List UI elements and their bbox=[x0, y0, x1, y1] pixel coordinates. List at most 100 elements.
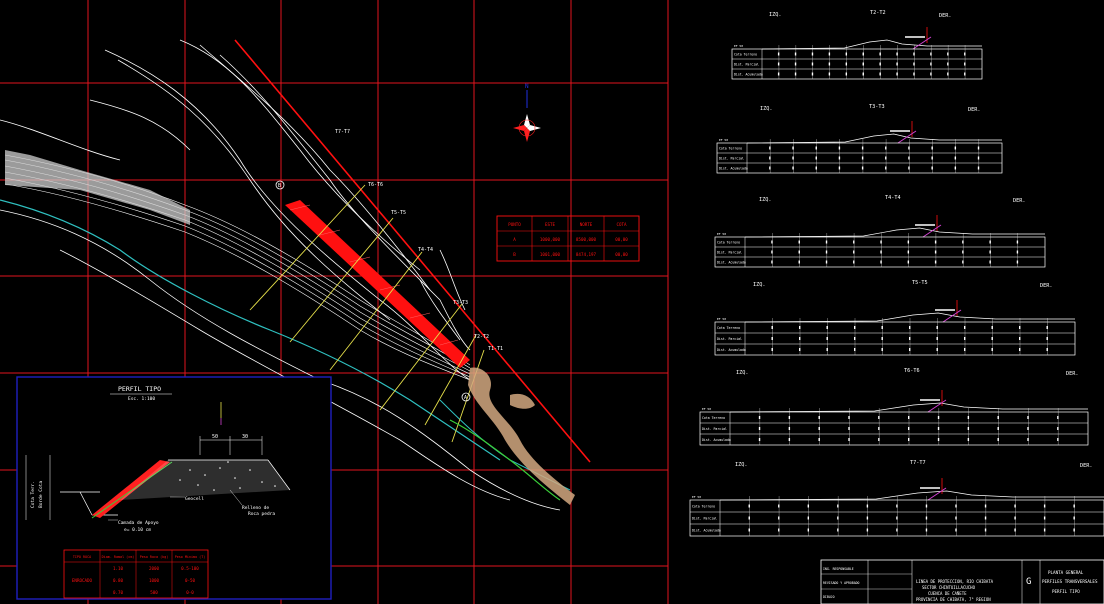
section-label: T3-T3 bbox=[453, 300, 468, 306]
rock-table-cell: 0-50 bbox=[185, 578, 196, 583]
title-right-2: PERFIL TIPO bbox=[1052, 589, 1080, 594]
profile-table bbox=[716, 142, 1003, 174]
coord-table-cell: A bbox=[513, 237, 516, 242]
protection-hatch bbox=[289, 204, 459, 346]
profile-row-label: Dist. Parcial bbox=[692, 516, 717, 520]
title-center-3: PROVINCIA DE CHIBATA, 7° REGION bbox=[916, 597, 991, 602]
der-label: DER. bbox=[939, 13, 952, 19]
rock-table-cell: 500 bbox=[150, 590, 158, 595]
slope-magenta bbox=[927, 399, 947, 413]
section-label: T2-T2 bbox=[474, 334, 489, 340]
profile-table bbox=[699, 411, 1089, 446]
profile-row-label: Dist. Acumulada bbox=[734, 72, 763, 76]
title-right-1: PERFILES TRANSVERSALES bbox=[1042, 579, 1098, 584]
slope-magenta bbox=[922, 224, 942, 238]
profile-table bbox=[689, 499, 1104, 537]
rock-table-cell: 2000 bbox=[149, 566, 160, 571]
izq-label: IZQ. bbox=[735, 462, 748, 468]
title-center-1: SECTOR CHINTUILLACUCHO bbox=[922, 585, 976, 590]
coord-table-cell: 1000,000 bbox=[540, 237, 561, 242]
coord-table-cell: 8474,197 bbox=[576, 252, 597, 257]
profile-ref: EF 50 bbox=[692, 495, 701, 499]
der-label: DER. bbox=[968, 107, 981, 113]
point-b: B bbox=[275, 180, 285, 190]
profile-row-label: Cota Terreno bbox=[717, 240, 740, 244]
profile-ref: EF 50 bbox=[734, 44, 743, 48]
profile-row-label: Cota Terreno bbox=[734, 52, 757, 56]
rock-table-cell: Diam. Ramal (cm) bbox=[102, 555, 135, 559]
section-name: T2-T2 bbox=[870, 10, 886, 16]
rock-table-cell: Peso Roca (kg) bbox=[140, 555, 169, 559]
rock-enrocado bbox=[468, 367, 575, 505]
izq-label: IZQ. bbox=[736, 370, 749, 376]
dimension-right: 30 bbox=[242, 434, 248, 440]
coord-table-cell: 00,00 bbox=[615, 252, 628, 257]
izq-label: IZQ. bbox=[759, 197, 772, 203]
profile-ref: EF 50 bbox=[717, 317, 726, 321]
section-name: T5-T5 bbox=[912, 280, 928, 286]
point-b-label: B bbox=[278, 183, 281, 189]
slope-magenta bbox=[927, 487, 947, 501]
coord-table-cell: 1001,000 bbox=[540, 252, 561, 257]
title-left-2: DIBUJO bbox=[823, 595, 835, 599]
section-label: T4-T4 bbox=[418, 247, 433, 253]
point-a-label: A bbox=[464, 395, 467, 401]
rock-table-cell: Peso Minimo (T) bbox=[175, 555, 206, 559]
rock-table-cell: 0-0 bbox=[186, 590, 194, 595]
title-center-0: LINEA DE PROTECCION, RIO CHIBATA bbox=[916, 579, 994, 584]
coord-table-cell: ESTE bbox=[545, 222, 556, 227]
profile-row-label: Dist. Acumulada bbox=[719, 166, 748, 170]
section-name: T3-T3 bbox=[869, 104, 885, 110]
green-bank bbox=[449, 419, 561, 501]
section-lines bbox=[249, 184, 485, 443]
section-name: T4-T4 bbox=[885, 195, 901, 201]
der-label: DER. bbox=[1040, 283, 1053, 289]
terrain-line bbox=[744, 227, 1045, 238]
terrain-line bbox=[761, 39, 982, 50]
rock-table-cell: 1.10 bbox=[113, 566, 124, 571]
izq-label: IZQ. bbox=[769, 12, 782, 18]
profile-table bbox=[714, 321, 1076, 356]
vertical-label-1: Borde Cota bbox=[38, 481, 44, 508]
perfil-tipo-title: PERFIL TIPO bbox=[118, 385, 161, 393]
coord-table-cell: NORTE bbox=[580, 222, 593, 227]
rock-table-cell: 0.70 bbox=[113, 590, 124, 595]
coord-table-cell: B bbox=[513, 252, 516, 257]
title-left-0: ING. RESPONSABLE bbox=[823, 567, 854, 571]
profile-ref: EF 50 bbox=[702, 407, 711, 411]
slope-magenta bbox=[897, 130, 917, 144]
rock-table-cell: 0.80 bbox=[113, 578, 124, 583]
river-bank-cyan bbox=[0, 199, 501, 461]
section-name: T6-T6 bbox=[904, 368, 920, 374]
profile-row-label: Dist. Acumulada bbox=[717, 260, 746, 264]
terrain-line bbox=[746, 133, 1002, 144]
coord-table-cell: COTA bbox=[616, 222, 627, 227]
relleno-label-1: Relleno de bbox=[242, 505, 269, 511]
profile-row-label: Cota Terreno bbox=[717, 326, 740, 330]
north-arrow-icon: N bbox=[513, 83, 541, 142]
espesor-label: e= 0.10 cm bbox=[124, 527, 151, 533]
protection-fill bbox=[285, 200, 470, 368]
terrain-line bbox=[719, 490, 1104, 501]
map-grid bbox=[0, 0, 669, 604]
rock-table-cell: TIPO ROCA bbox=[73, 555, 91, 559]
section-name: T7-T7 bbox=[910, 460, 926, 466]
izq-label: IZQ. bbox=[753, 282, 766, 288]
coord-table-cell: PUNTO bbox=[508, 222, 521, 227]
profile-row-label: Dist. Parcial bbox=[734, 62, 759, 66]
coord-table-cell: 8500,000 bbox=[576, 237, 597, 242]
geocell-label: Geocell bbox=[185, 496, 204, 502]
title-block: ING. RESPONSABLE REVISADO Y APROBADO DIB… bbox=[820, 559, 1104, 604]
profile-row-label: Dist. Acumulada bbox=[717, 348, 746, 352]
coordinate-table: PUNTO ESTE NORTE COTA A 1000,000 8500,000 00,00… bbox=[496, 215, 640, 262]
title-center-2: CUENCA DE CAÑETE bbox=[928, 591, 967, 596]
riverbed-fill bbox=[5, 150, 190, 225]
rock-table-cell: 1000 bbox=[149, 578, 160, 583]
profile-row-label: Dist. Parcial bbox=[717, 250, 742, 254]
